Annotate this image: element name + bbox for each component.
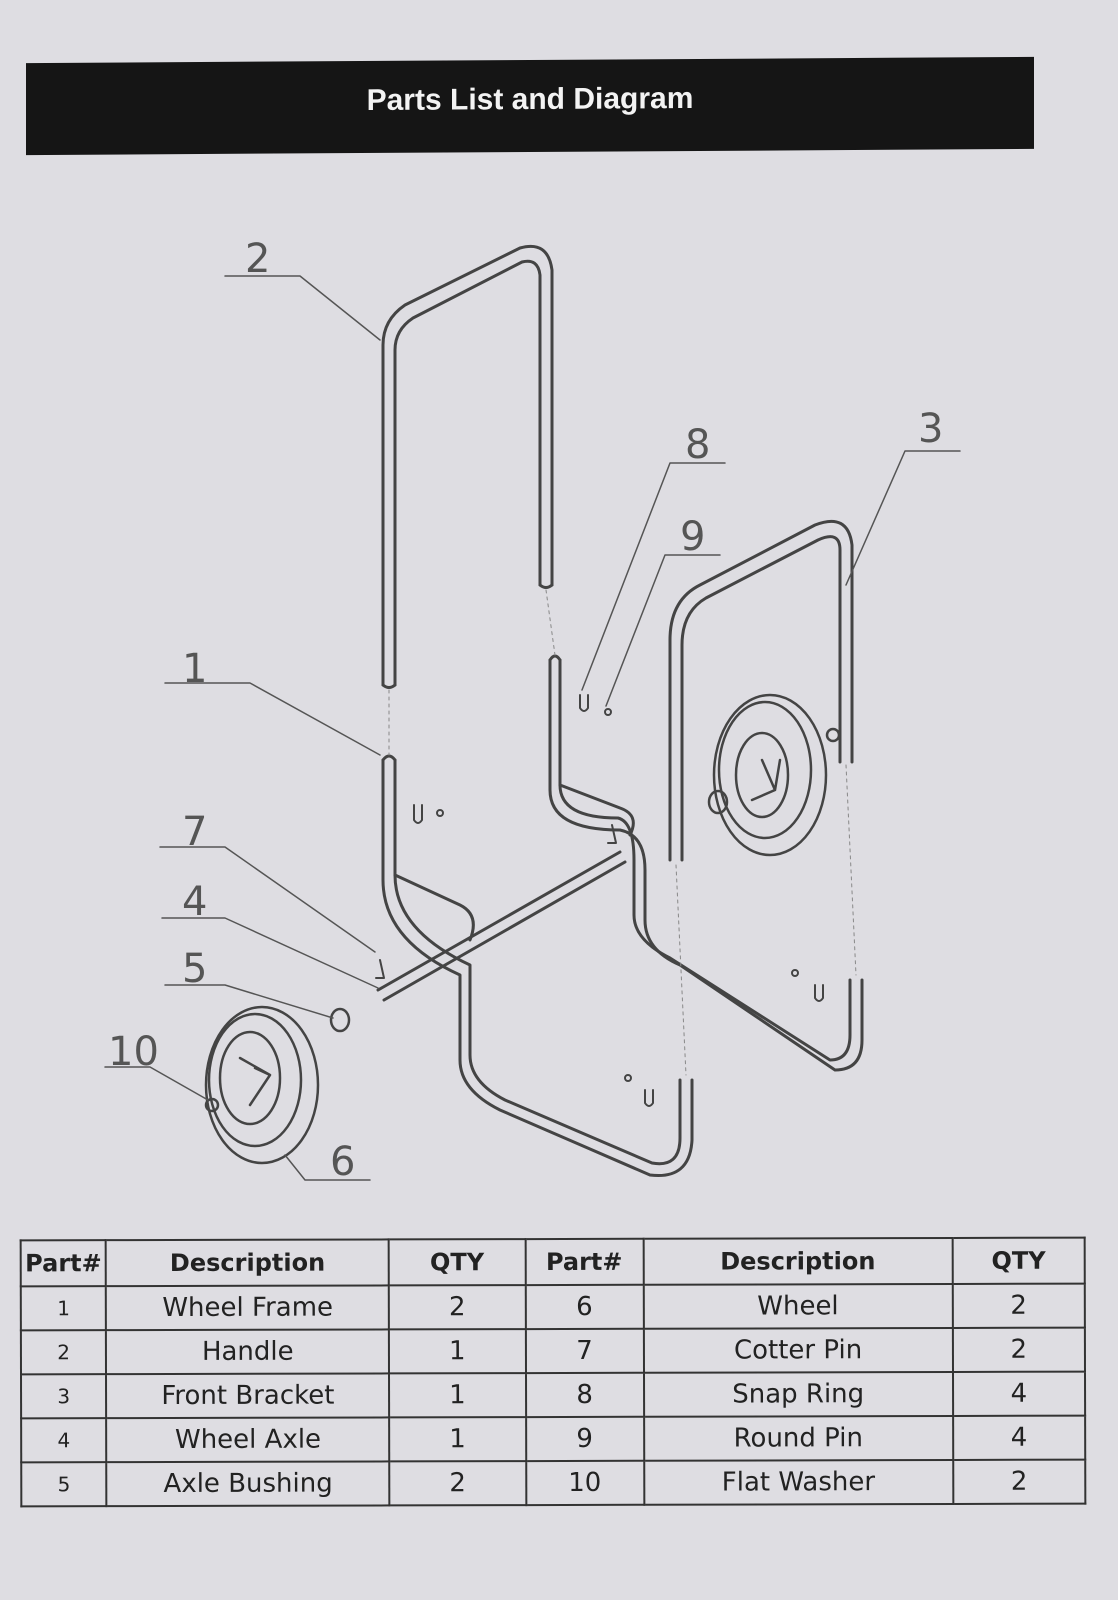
alignment-lines — [388, 589, 857, 1076]
col-header: Part# — [20, 1240, 107, 1287]
table-cell: 2 — [389, 1461, 526, 1506]
wheel-axle — [376, 850, 627, 1002]
callout-9: 9 — [680, 514, 705, 560]
table-cell: 10 — [525, 1460, 644, 1506]
table-cell: 9 — [525, 1416, 644, 1462]
table-cell: 6 — [525, 1284, 644, 1330]
table-row: 5 Axle Bushing 2 10 Flat Washer 2 — [21, 1459, 1086, 1507]
table-cell: 4 — [21, 1418, 107, 1463]
table-cell: 2 — [952, 1459, 1086, 1504]
table-cell: 1 — [389, 1417, 526, 1462]
callout-7: 7 — [182, 809, 207, 855]
table-cell: Wheel Axle — [106, 1417, 390, 1463]
callout-10: 10 — [108, 1029, 159, 1075]
table-cell: 5 — [21, 1462, 107, 1507]
table-cell: 2 — [20, 1330, 107, 1375]
table-row: 3 Front Bracket 1 8 Snap Ring 4 — [21, 1371, 1086, 1419]
handle-part — [381, 244, 554, 689]
callout-3: 3 — [918, 406, 943, 452]
table-cell: Handle — [106, 1329, 390, 1375]
table-cell: Snap Ring — [643, 1371, 953, 1417]
table-cell: 4 — [952, 1415, 1086, 1460]
table-cell: 3 — [21, 1374, 107, 1419]
table-header-row: Part# Description QTY Part# Description … — [20, 1237, 1085, 1287]
wheel-frame-right — [548, 654, 864, 1072]
table-cell: 1 — [389, 1329, 526, 1374]
table-cell: Axle Bushing — [106, 1461, 390, 1507]
parts-table: Part# Description QTY Part# Description … — [20, 1237, 1087, 1508]
callout-4: 4 — [182, 879, 207, 925]
callout-1: 1 — [182, 646, 207, 692]
table-cell: 2 — [952, 1327, 1086, 1372]
wheel-right — [712, 693, 841, 857]
table-cell: Front Bracket — [106, 1373, 390, 1419]
col-header: QTY — [952, 1237, 1085, 1284]
col-header: Description — [106, 1239, 389, 1287]
table-row: 2 Handle 1 7 Cotter Pin 2 — [20, 1327, 1086, 1375]
table-cell: Wheel — [643, 1283, 953, 1329]
table-row: 4 Wheel Axle 1 9 Round Pin 4 — [21, 1415, 1086, 1463]
axle-bushing — [329, 789, 729, 1033]
wheel-left — [204, 1005, 320, 1165]
table-cell: Round Pin — [643, 1415, 953, 1461]
table-cell: 7 — [525, 1328, 644, 1374]
col-header: Description — [643, 1237, 953, 1285]
table-cell: Cotter Pin — [643, 1327, 953, 1373]
table-row: 1 Wheel Frame 2 6 Wheel 2 — [20, 1283, 1085, 1331]
small-hardware — [375, 694, 824, 1107]
table-cell: Wheel Frame — [106, 1285, 390, 1331]
table-cell: 2 — [388, 1285, 526, 1330]
col-header: QTY — [388, 1239, 526, 1286]
callout-8: 8 — [685, 422, 710, 468]
callout-5: 5 — [182, 946, 207, 992]
callout-6: 6 — [330, 1139, 355, 1185]
table-cell: 8 — [525, 1372, 644, 1418]
callout-leaders — [104, 275, 961, 1181]
table-cell: 1 — [20, 1286, 107, 1331]
table-cell: 4 — [952, 1371, 1086, 1416]
table-cell: Flat Washer — [643, 1459, 954, 1505]
table-cell: 1 — [389, 1373, 526, 1418]
col-header: Part# — [525, 1238, 644, 1286]
wheel-frame-left — [381, 754, 694, 1178]
callout-2: 2 — [245, 236, 270, 282]
callout-numbers: 1 2 3 4 5 6 7 8 9 10 — [108, 236, 943, 1185]
front-bracket — [668, 519, 854, 862]
table-cell: 2 — [952, 1283, 1085, 1328]
